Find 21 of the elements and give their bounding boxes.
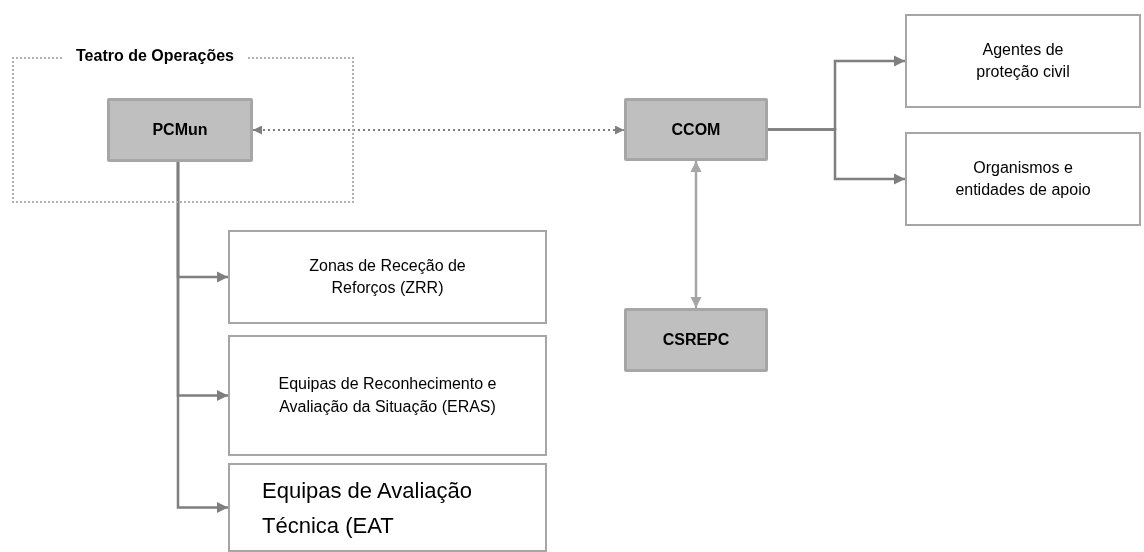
box-label: Equipas de Reconhecimento e Avaliação da Situação (ERAS)	[278, 374, 497, 417]
process-box	[228, 463, 547, 552]
process-box	[107, 98, 253, 162]
process-box	[905, 14, 1141, 108]
connector-arrow	[690, 161, 702, 308]
box-label: Equipas de Avaliação Técnica (EAT	[262, 477, 473, 541]
box-label: CCOM	[671, 120, 721, 139]
process-box	[624, 98, 768, 161]
box-label: PCMun	[152, 121, 208, 139]
process-box	[624, 308, 768, 372]
box-label: Zonas de Receção de Reforços (ZRR)	[308, 255, 467, 298]
box-label: Organismos e entidades de apoio	[954, 157, 1092, 200]
connector-arrow	[768, 128, 905, 185]
process-box	[228, 230, 547, 324]
process-box	[905, 132, 1141, 226]
connector-arrow	[176, 162, 228, 514]
box-label: CSREPC	[662, 331, 730, 349]
connector-arrow	[252, 125, 625, 135]
box-label: Agentes de proteção civil	[975, 39, 1071, 82]
process-box	[228, 335, 547, 456]
group-title: Teatro de Operações	[62, 47, 248, 65]
